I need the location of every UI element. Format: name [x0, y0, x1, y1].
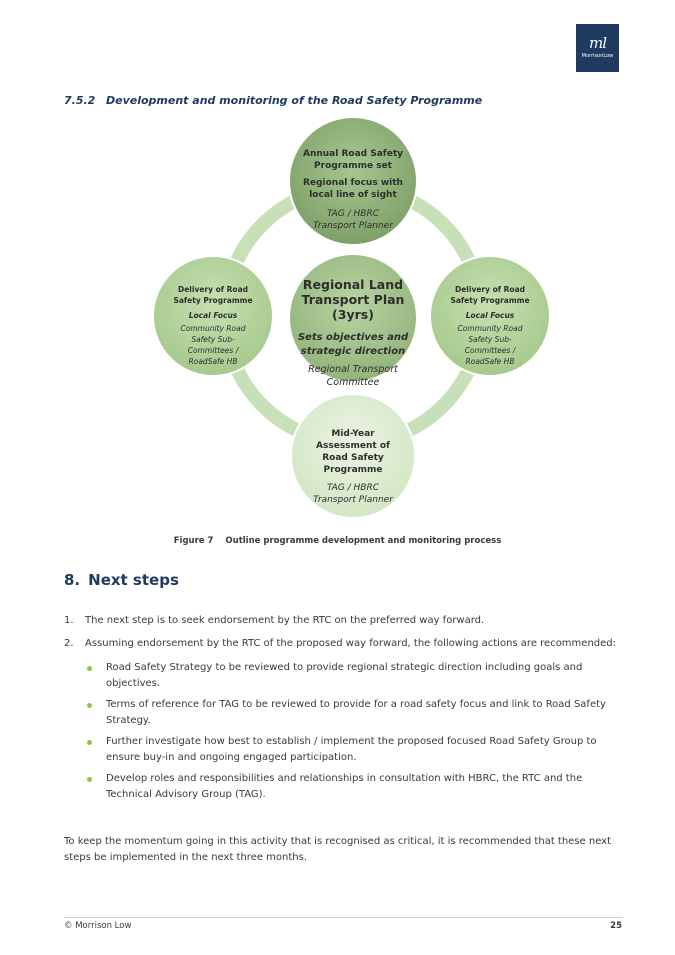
bottom-owner: TAG / HBRC	[327, 483, 380, 493]
list-item: Further investigate how best to establis…	[85, 734, 624, 766]
section-heading: 7.5.2 Development and monitoring of the R…	[64, 94, 482, 107]
bullet-icon	[87, 777, 92, 782]
logo-word: MorrisonLow	[581, 53, 614, 59]
left-subtitle: Local Focus	[189, 311, 238, 320]
actions-list: Road Safety Strategy to be reviewed to p…	[85, 660, 624, 803]
right-owner: Safety Sub-	[468, 335, 512, 344]
top-subtitle: local line of sight	[309, 190, 397, 200]
top-node	[288, 118, 418, 246]
left-owner: Community Road	[181, 324, 246, 333]
footer-divider	[64, 917, 623, 918]
center-title: Regional Land	[303, 277, 403, 292]
left-owner: RoadSafe HB	[189, 357, 238, 366]
step-text: Assuming endorsement by the RTC of the p…	[85, 638, 616, 649]
heading-title: Next steps	[88, 571, 179, 589]
logo-mark: ml	[588, 34, 607, 52]
center-owner: Committee	[327, 377, 380, 388]
right-title: Delivery of Road	[455, 285, 525, 294]
left-title: Delivery of Road	[178, 285, 248, 294]
footer-copyright: © Morrison Low	[64, 921, 132, 931]
list-item: Road Safety Strategy to be reviewed to p…	[85, 660, 624, 692]
section-number: 7.5.2	[64, 94, 96, 107]
right-title: Safety Programme	[450, 296, 529, 305]
action-text: Develop roles and responsibilities and r…	[106, 773, 583, 800]
top-title: Annual Road Safety	[303, 149, 403, 159]
closing-paragraph: To keep the momentum going in this activ…	[64, 836, 612, 863]
right-owner: RoadSafe HB	[466, 357, 515, 366]
top-owner: Transport Planner	[313, 221, 394, 231]
top-subtitle: Regional focus with	[303, 178, 403, 188]
center-subtitle: strategic direction	[301, 346, 405, 357]
section-title-text: Development and monitoring of the Road S…	[106, 94, 483, 107]
action-text: Further investigate how best to establis…	[106, 736, 597, 763]
figure-caption: Figure 7 Outline programme development an…	[0, 536, 675, 546]
right-owner: Committees /	[465, 346, 517, 355]
heading-number: 8.	[64, 571, 81, 589]
action-text: Road Safety Strategy to be reviewed to p…	[106, 662, 583, 689]
list-item: 2. Assuming endorsement by the RTC of th…	[64, 636, 624, 803]
next-steps-body: 1. The next step is to seek endorsement …	[64, 613, 624, 810]
morrison-low-logo: ml MorrisonLow	[576, 24, 619, 72]
list-item: 1. The next step is to seek endorsement …	[64, 613, 624, 629]
bottom-title: Road Safety	[322, 453, 384, 463]
right-node	[429, 255, 550, 377]
left-owner: Safety Sub-	[191, 335, 235, 344]
figure-number: Figure 7	[173, 536, 214, 546]
right-owner: Community Road	[458, 324, 523, 333]
center-owner: Regional Transport	[308, 364, 399, 375]
figure-caption-text: Outline programme development and monito…	[225, 536, 502, 546]
step-number: 1.	[64, 615, 74, 626]
bullet-icon	[87, 666, 92, 671]
bottom-title: Assessment of	[316, 441, 390, 451]
top-title: Programme set	[314, 161, 393, 171]
center-title: (3yrs)	[332, 307, 374, 322]
bullet-icon	[87, 703, 92, 708]
left-node	[152, 255, 274, 377]
center-title: Transport Plan	[302, 292, 405, 307]
center-node	[288, 253, 418, 383]
bottom-title: Programme	[323, 465, 382, 475]
right-subtitle: Local Focus	[466, 311, 515, 320]
center-subtitle: Sets objectives and	[298, 332, 409, 343]
top-owner: TAG / HBRC	[327, 209, 380, 219]
steps-list: 1. The next step is to seek endorsement …	[64, 613, 624, 803]
next-steps-heading: 8. Next steps	[64, 571, 179, 589]
page-number: 25	[610, 921, 622, 931]
list-item: Terms of reference for TAG to be reviewe…	[85, 697, 624, 729]
step-number: 2.	[64, 638, 74, 649]
bullet-icon	[87, 740, 92, 745]
step-text: The next step is to seek endorsement by …	[85, 615, 485, 626]
action-text: Terms of reference for TAG to be reviewe…	[106, 699, 606, 726]
left-owner: Committees /	[188, 346, 240, 355]
bottom-owner: Transport Planner	[313, 495, 394, 505]
bottom-title: Mid-Year	[331, 429, 375, 439]
list-item: Develop roles and responsibilities and r…	[85, 771, 624, 803]
left-title: Safety Programme	[173, 296, 252, 305]
bottom-node	[290, 393, 416, 519]
